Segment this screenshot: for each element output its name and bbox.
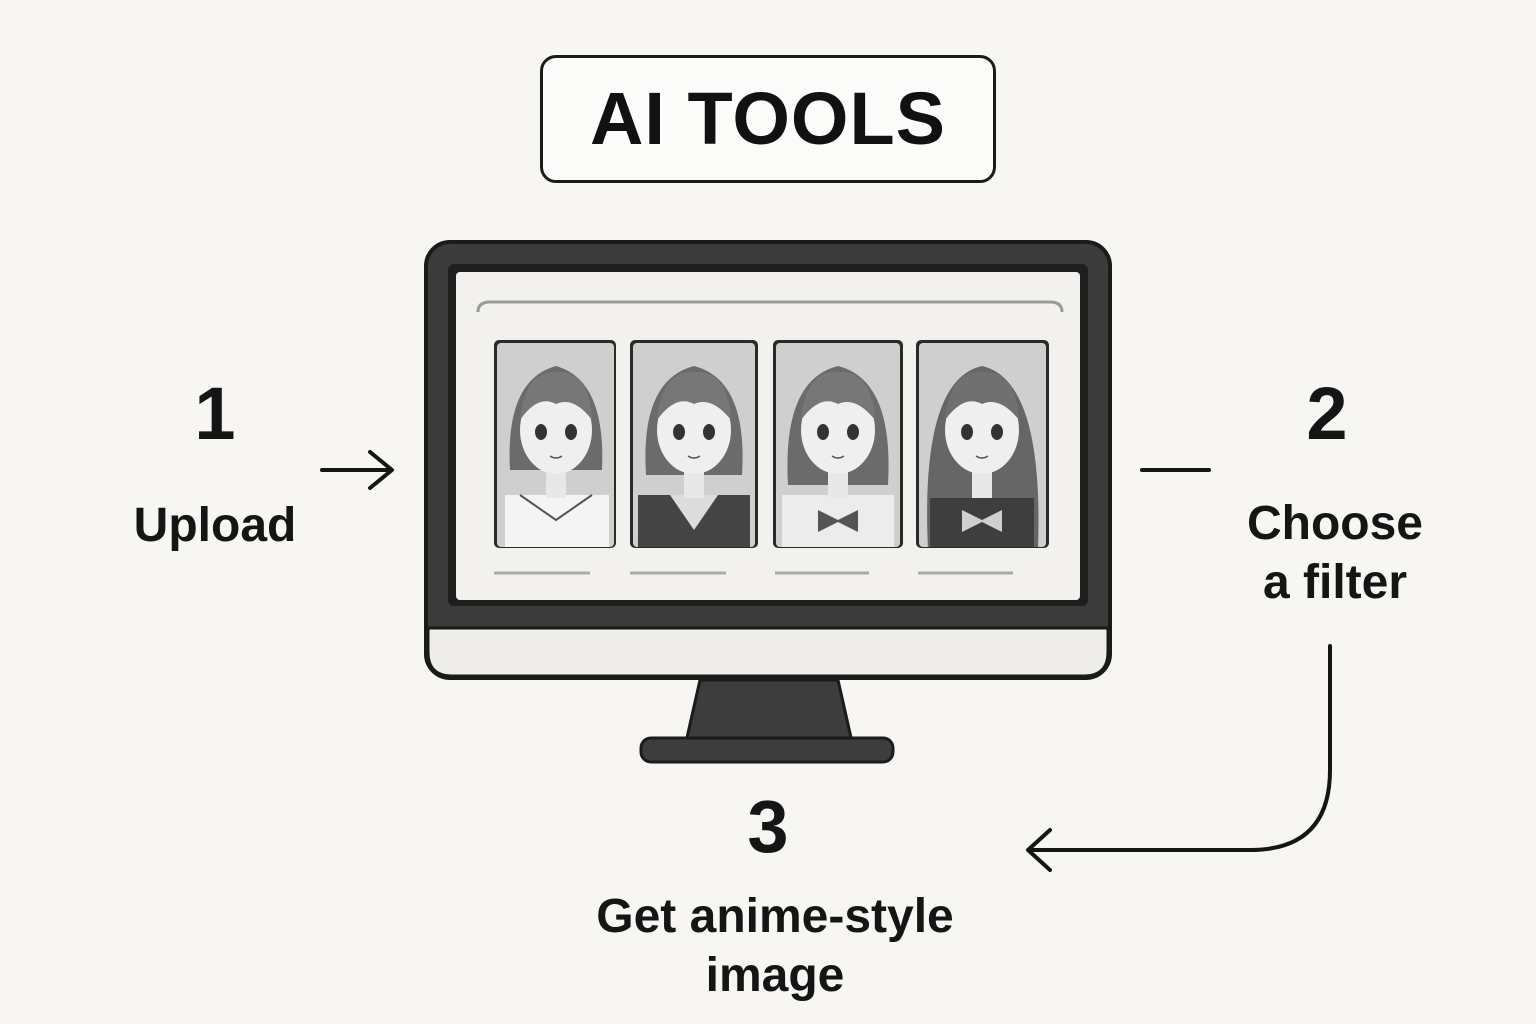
curved-arrow-icon — [1026, 644, 1332, 872]
thumbnail-portrait-3[interactable] — [773, 340, 903, 575]
thumbnail-portrait-4[interactable] — [916, 340, 1049, 575]
step-1-number: 1 — [194, 372, 236, 455]
step-2-label-line-1: Choose — [1246, 497, 1423, 550]
step-3-label: Get anime-style image — [540, 888, 1010, 1005]
step-2-label: Choose a filter — [1205, 495, 1465, 612]
thumbnail-portrait-2[interactable] — [630, 340, 758, 575]
step-3-label-line-2: image — [705, 948, 845, 1002]
thumbnail-portrait-1[interactable] — [494, 340, 616, 575]
step-2-label-line-2: a filter — [1262, 555, 1408, 609]
step-3-label-line-1: Get anime-style — [596, 890, 954, 943]
arrow-right-icon — [320, 450, 394, 490]
title-box: AI TOOLS — [540, 55, 996, 183]
step-3-number: 3 — [747, 785, 789, 868]
step-2-number: 2 — [1306, 372, 1348, 455]
title-text: AI TOOLS — [589, 77, 947, 160]
monitor-stand — [639, 678, 895, 764]
step-1-label: Upload — [133, 499, 297, 552]
